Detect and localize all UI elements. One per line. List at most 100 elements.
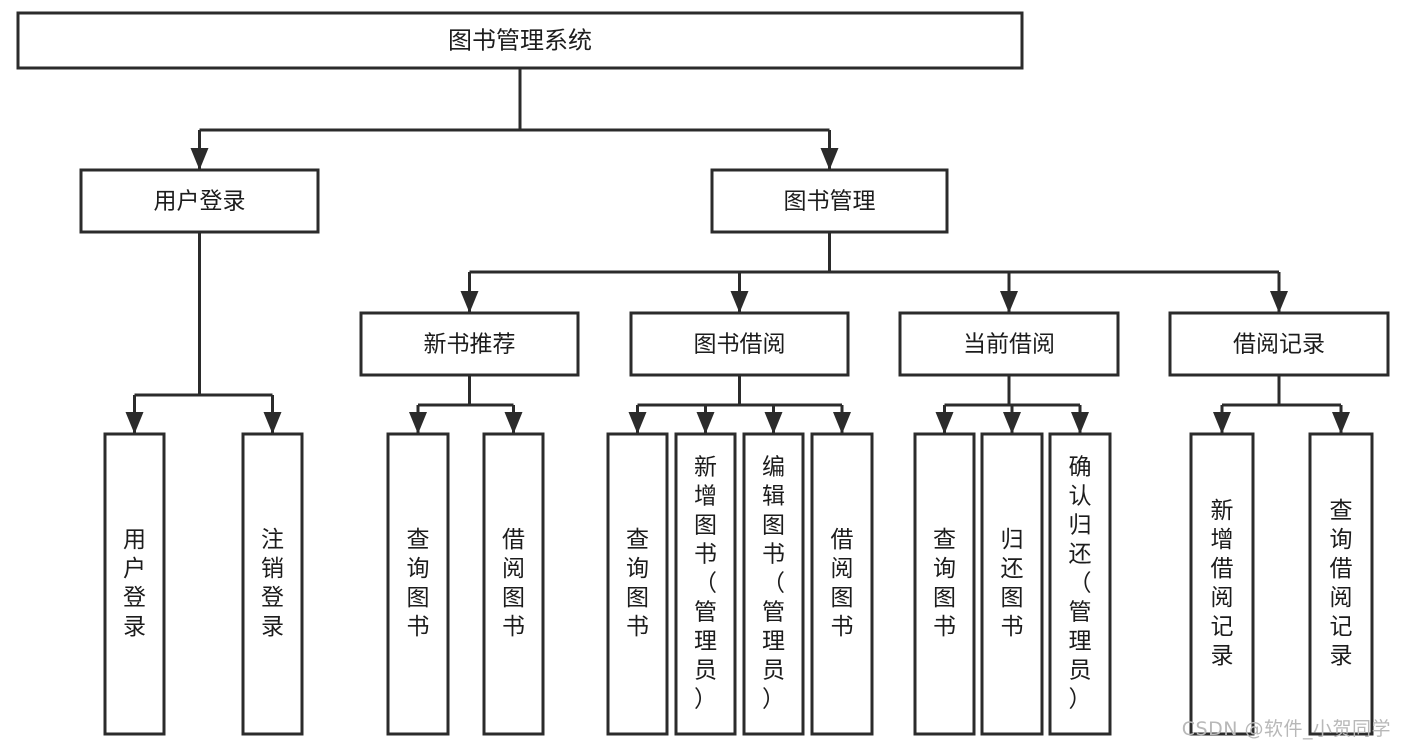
node-leaf-user-login-1-label-char: 登 [123, 585, 146, 611]
node-level2-1-label: 用户登录 [154, 189, 246, 215]
node-leaf-book-borrow-2-label-char: 管 [694, 600, 717, 626]
node-leaf-book-borrow-3-label-char: 书 [762, 542, 785, 568]
node-level3-1-rect[interactable] [359, 311, 580, 377]
node-leaf-new-book-recommend-1-label-char: 查 [407, 527, 430, 553]
node-level2-1[interactable]: 用户登录 [79, 168, 320, 234]
node-leaf-current-borrow-2-label-char: 图 [1001, 585, 1024, 611]
node-leaf-current-borrow-3-rect[interactable] [1048, 432, 1112, 736]
node-leaf-current-borrow-3-label-char: ） [1069, 687, 1092, 713]
node-leaf-book-borrow-3-label-char: （ [762, 571, 785, 597]
node-leaf-book-borrow-1-rect[interactable] [606, 432, 669, 736]
node-leaf-user-login-1-label-char: 用 [123, 527, 146, 553]
book-borrow-to-leaves-arrow-icon [764, 412, 783, 434]
node-level3-1[interactable]: 新书推荐 [359, 311, 580, 377]
node-leaf-borrow-record-1-label-char: 借 [1211, 556, 1234, 582]
node-leaf-current-borrow-3-label-char: 确 [1069, 455, 1092, 481]
node-leaf-borrow-record-1-label-char: 阅 [1211, 585, 1234, 611]
node-leaf-new-book-recommend-1-rect[interactable] [386, 432, 450, 736]
node-level3-1-label: 新书推荐 [424, 332, 516, 358]
node-leaf-borrow-record-2-label-char: 录 [1330, 643, 1353, 669]
node-level3-3-label: 当前借阅 [963, 332, 1055, 358]
node-leaf-user-login-1[interactable]: 用户登录 [103, 432, 166, 736]
csdn-watermark: CSDN @软件_小贺同学 [1181, 718, 1391, 740]
node-leaf-book-borrow-4-rect[interactable] [810, 432, 874, 736]
node-leaf-book-borrow-3-label-char: ） [762, 687, 785, 713]
node-leaf-new-book-recommend-2-rect[interactable] [482, 432, 545, 736]
node-leaf-borrow-record-1-label-char: 记 [1211, 614, 1234, 640]
node-leaf-borrow-record-2-label-char: 借 [1330, 556, 1353, 582]
node-leaf-new-book-recommend-1-label-char: 图 [407, 585, 430, 611]
borrow-record-to-leaves-arrow-icon [1213, 412, 1231, 434]
node-leaf-current-borrow-3-label-char: 管 [1069, 600, 1092, 626]
node-level2-2[interactable]: 图书管理 [710, 168, 949, 234]
node-level3-3[interactable]: 当前借阅 [898, 311, 1120, 377]
node-leaf-book-borrow-2-label-char: 员 [694, 658, 717, 684]
new-book-to-leaves-arrow-icon [409, 412, 427, 434]
node-leaf-current-borrow-2-label-char: 书 [1001, 614, 1024, 640]
node-leaf-borrow-record-1-rect[interactable] [1189, 432, 1255, 736]
node-leaf-user-login-1-rect[interactable] [103, 432, 166, 736]
node-leaf-book-borrow-2-label-char: （ [694, 571, 717, 597]
node-level3-2-label: 图书借阅 [694, 332, 786, 358]
node-leaf-book-borrow-4-label-char: 阅 [831, 556, 854, 582]
borrow-record-to-leaves-arrow-icon [1332, 412, 1350, 434]
node-leaf-book-borrow-3-rect[interactable] [742, 432, 805, 736]
node-root-system-rect[interactable] [16, 11, 1024, 70]
node-leaf-borrow-record-2-rect[interactable] [1308, 432, 1374, 736]
node-boxes: 图书管理系统用户登录图书管理新书推荐图书借阅当前借阅借阅记录用户登录注销登录查询… [16, 11, 1390, 736]
node-leaf-borrow-record-1-label-char: 增 [1211, 527, 1234, 553]
node-level2-2-rect[interactable] [710, 168, 949, 234]
node-leaf-new-book-recommend-2-label-char: 阅 [502, 556, 525, 582]
node-root-system[interactable]: 图书管理系统 [16, 11, 1024, 70]
node-leaf-book-borrow-2-rect[interactable] [674, 432, 737, 736]
node-leaf-user-login-2-rect[interactable] [241, 432, 304, 736]
root-to-level2-arrow-icon [820, 148, 839, 170]
node-level3-4[interactable]: 借阅记录 [1168, 311, 1390, 377]
node-leaf-book-borrow-3-label-char: 辑 [762, 484, 785, 510]
node-leaf-book-borrow-2-label-char: 理 [694, 629, 717, 655]
node-leaf-user-login-1-label-char: 户 [123, 556, 146, 582]
node-leaf-book-borrow-1-label-char: 图 [626, 585, 649, 611]
book-borrow-to-leaves-arrow-icon [696, 412, 715, 434]
node-level3-2[interactable]: 图书借阅 [629, 311, 850, 377]
node-leaf-new-book-recommend-1-label-char: 书 [407, 614, 430, 640]
node-leaf-current-borrow-1-label-char: 查 [933, 527, 956, 553]
node-level3-2-rect[interactable] [629, 311, 850, 377]
node-leaf-borrow-record-2-label-char: 查 [1330, 498, 1353, 524]
node-leaf-user-login-1-label-char: 录 [123, 614, 146, 640]
node-root-system-label: 图书管理系统 [448, 27, 592, 55]
node-leaf-book-borrow-2-label-char: 新 [694, 455, 717, 481]
node-leaf-book-borrow-3-label-char: 图 [762, 513, 785, 539]
node-leaf-book-borrow-3-label-char: 员 [762, 658, 785, 684]
node-leaf-new-book-recommend-2-label-char: 借 [502, 527, 525, 553]
book-mgmt-to-level3-arrow-icon [1000, 291, 1018, 313]
node-leaf-current-borrow-1-rect[interactable] [913, 432, 976, 736]
node-leaf-user-login-2-label-char: 注 [261, 527, 284, 553]
node-leaf-borrow-record-1-label-char: 录 [1211, 643, 1234, 669]
node-leaf-new-book-recommend-2-label-char: 图 [502, 585, 525, 611]
book-mgmt-to-level3-arrow-icon [730, 291, 749, 313]
node-level2-1-rect[interactable] [79, 168, 320, 234]
node-level3-3-rect[interactable] [898, 311, 1120, 377]
node-leaf-current-borrow-3-label-char: （ [1069, 571, 1092, 597]
new-book-to-leaves-arrow-icon [504, 412, 523, 434]
node-leaf-current-borrow-3-label-char: 归 [1069, 513, 1092, 539]
node-leaf-current-borrow-1-label-char: 书 [933, 614, 956, 640]
node-level3-4-rect[interactable] [1168, 311, 1390, 377]
node-leaf-current-borrow-2-rect[interactable] [980, 432, 1044, 736]
user-login-to-leaves-arrow-icon [263, 412, 282, 434]
